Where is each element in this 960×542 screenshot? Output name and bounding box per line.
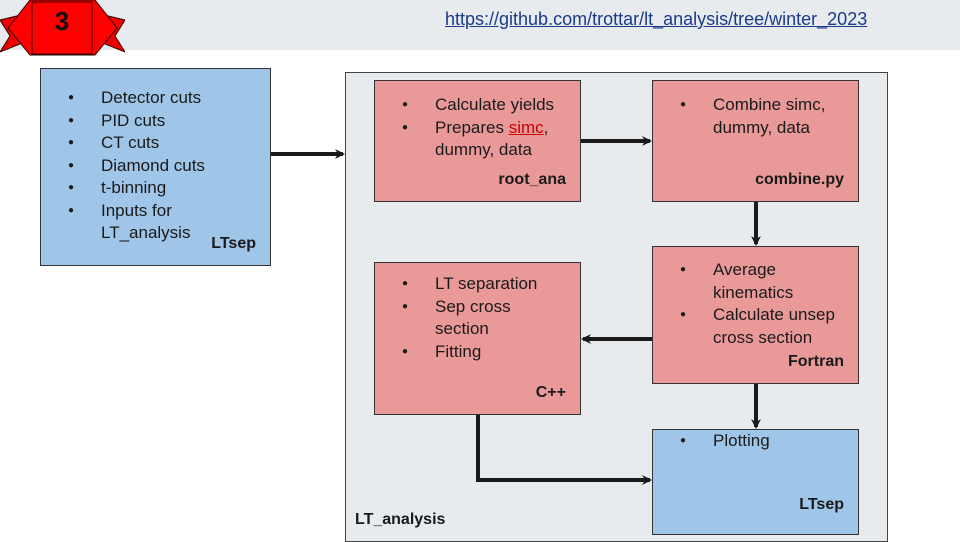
root-ana-box: Calculate yields Prepares simc, dummy, d… bbox=[374, 80, 581, 202]
list-item: Combine simc, dummy, data bbox=[653, 94, 858, 139]
list-item: t-binning bbox=[41, 177, 270, 200]
list-item: Calculate unsep cross section bbox=[653, 304, 858, 349]
cpp-list: LT separation Sep cross section Fitting bbox=[375, 273, 580, 363]
cpp-box: LT separation Sep cross section Fitting … bbox=[374, 262, 581, 415]
lt-analysis-tag: LT_analysis bbox=[355, 511, 446, 528]
plotting-tag: LTsep bbox=[799, 496, 844, 513]
list-item: PID cuts bbox=[41, 110, 270, 133]
ltsep-input-list: Detector cuts PID cuts CT cuts Diamond c… bbox=[41, 87, 270, 245]
fortran-box: Average kinematics Calculate unsep cross… bbox=[652, 246, 859, 384]
list-item: Calculate yields bbox=[375, 94, 580, 117]
cpp-tag: C++ bbox=[535, 384, 566, 401]
combine-box: Combine simc, dummy, data combine.py bbox=[652, 80, 859, 202]
plotting-box: Plotting LTsep bbox=[652, 429, 859, 535]
fortran-tag: Fortran bbox=[788, 353, 844, 370]
list-item: Fitting bbox=[375, 341, 580, 364]
header-bar bbox=[0, 0, 960, 50]
simc-link[interactable]: simc bbox=[508, 117, 544, 137]
list-item: CT cuts bbox=[41, 132, 270, 155]
prepares-rest-text: , dummy, data bbox=[435, 117, 549, 160]
plotting-list: Plotting bbox=[653, 430, 858, 453]
ltsep-input-box: Detector cuts PID cuts CT cuts Diamond c… bbox=[40, 68, 271, 266]
list-item: Plotting bbox=[653, 430, 858, 453]
prepares-text: Prepares bbox=[435, 117, 509, 137]
list-item: Sep cross section bbox=[375, 296, 580, 341]
github-link[interactable]: https://github.com/trottar/lt_analysis/t… bbox=[445, 9, 868, 29]
fortran-list: Average kinematics Calculate unsep cross… bbox=[653, 259, 858, 349]
ribbon-banner-icon bbox=[0, 0, 125, 56]
list-item: Inputs for LT_analysis bbox=[41, 200, 270, 245]
root-ana-list: Calculate yields Prepares simc, dummy, d… bbox=[375, 94, 580, 162]
list-item: Prepares simc, dummy, data bbox=[375, 117, 580, 162]
list-item: Detector cuts bbox=[41, 87, 270, 110]
root-ana-tag: root_ana bbox=[498, 171, 566, 188]
slide-number: 3 bbox=[54, 6, 70, 36]
ltsep-input-tag: LTsep bbox=[211, 235, 256, 252]
list-item: Average kinematics bbox=[653, 259, 858, 304]
list-item: Diamond cuts bbox=[41, 155, 270, 178]
combine-tag: combine.py bbox=[755, 171, 844, 188]
combine-list: Combine simc, dummy, data bbox=[653, 94, 858, 139]
list-item: LT separation bbox=[375, 273, 580, 296]
